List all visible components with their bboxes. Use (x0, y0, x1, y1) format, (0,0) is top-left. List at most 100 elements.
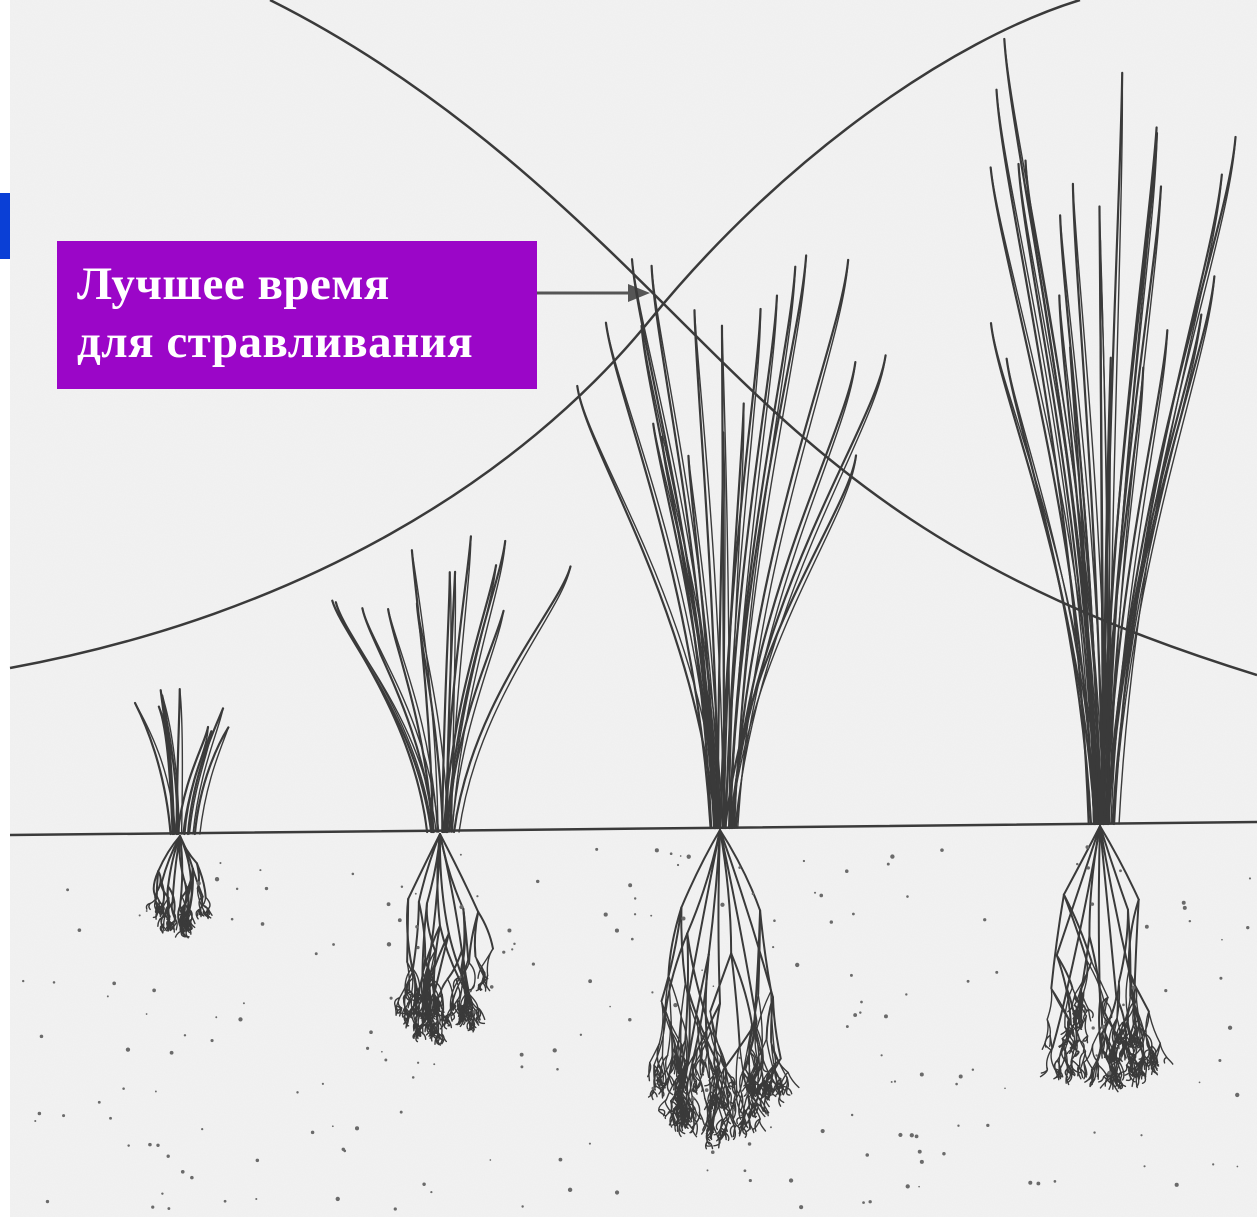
callout-line-2: для стравливания (77, 313, 519, 371)
soil-speck (615, 929, 619, 933)
soil-speck (1189, 920, 1191, 922)
soil-speck (184, 1034, 186, 1036)
soil-speck (738, 1057, 740, 1059)
soil-speck (1140, 1134, 1142, 1136)
soil-speck (1183, 906, 1187, 910)
soil-speck (40, 1035, 44, 1039)
soil-speck (511, 948, 513, 950)
soil-speck (513, 943, 515, 945)
soil-speck (520, 1065, 523, 1068)
soil-speck (430, 1191, 432, 1193)
soil-speck (869, 1200, 872, 1203)
soil-speck (151, 1206, 154, 1209)
soil-speck (556, 1068, 559, 1071)
soil-speck (107, 995, 109, 997)
soil-speck (595, 848, 598, 851)
root-branch (696, 1081, 697, 1091)
soil-speck (940, 848, 944, 852)
soil-speck (814, 892, 816, 894)
soil-speck (1143, 1165, 1145, 1167)
soil-speck (673, 1003, 677, 1007)
soil-speck (342, 1148, 345, 1151)
soil-speck (799, 1205, 803, 1209)
soil-speck (894, 1080, 896, 1082)
soil-speck (628, 883, 632, 887)
soil-speck (255, 1198, 257, 1200)
soil-speck (918, 1150, 922, 1154)
soil-speck (417, 1062, 419, 1064)
soil-speck (1095, 1054, 1097, 1056)
soil-speck (749, 1179, 752, 1182)
soil-speck (352, 873, 355, 876)
soil-speck (315, 952, 318, 955)
soil-speck (681, 916, 685, 920)
soil-speck (416, 946, 419, 949)
soil-speck (744, 1169, 747, 1172)
soil-speck (694, 1117, 696, 1119)
soil-speck (148, 1143, 152, 1147)
soil-speck (146, 910, 148, 912)
soil-speck (415, 925, 419, 929)
soil-speck (1132, 986, 1136, 990)
soil-speck (53, 981, 56, 984)
soil-speck (884, 1014, 888, 1018)
soil-speck (773, 919, 776, 922)
soil-speck (1175, 1183, 1179, 1187)
soil-speck (898, 1133, 902, 1137)
soil-speck (322, 1083, 324, 1085)
soil-speck (238, 1017, 242, 1021)
soil-speck (957, 1125, 959, 1127)
soil-speck (740, 1114, 742, 1116)
soil-speck (66, 888, 69, 891)
soil-speck (98, 1101, 101, 1104)
soil-speck (215, 1016, 217, 1018)
soil-speck (770, 1126, 772, 1128)
soil-speck (415, 893, 417, 895)
soil-speck (1221, 939, 1223, 941)
soil-speck (201, 1128, 203, 1130)
soil-speck (821, 1129, 825, 1133)
soil-speck (588, 979, 592, 983)
soil-speck (803, 860, 805, 862)
soil-speck (210, 1039, 213, 1042)
soil-speck (62, 1114, 65, 1117)
soil-speck (986, 1124, 989, 1127)
soil-speck (789, 1178, 793, 1182)
soil-speck (915, 1134, 919, 1138)
soil-speck (1119, 869, 1122, 872)
soil-speck (190, 1176, 194, 1180)
soil-speck (521, 1205, 523, 1207)
soil-speck (332, 1125, 334, 1127)
soil-speck (967, 980, 970, 983)
soil-speck (1054, 1180, 1057, 1183)
soil-speck (231, 918, 234, 921)
soil-speck (78, 928, 82, 932)
soil-speck (1249, 877, 1251, 879)
soil-speck (355, 1126, 359, 1130)
soil-speck (296, 1091, 298, 1093)
soil-speck (1246, 926, 1249, 929)
soil-speck (167, 1207, 170, 1210)
soil-speck (865, 1153, 869, 1157)
soil-speck (851, 1114, 853, 1116)
soil-speck (394, 1207, 397, 1210)
soil-speck (910, 1133, 914, 1137)
soil-speck (704, 1059, 707, 1062)
soil-speck (366, 1047, 369, 1050)
soil-speck (139, 914, 141, 916)
soil-speck (1004, 1087, 1006, 1089)
callout-line-1: Лучшее время (77, 255, 519, 313)
root-branch (689, 993, 690, 1055)
soil-speck (46, 1200, 49, 1203)
soil-speck (711, 1150, 715, 1154)
soil-speck (38, 1112, 41, 1115)
soil-speck (559, 1158, 563, 1162)
soil-speck (520, 1053, 524, 1057)
soil-speck (167, 1155, 170, 1158)
soil-speck (22, 980, 24, 982)
soil-speck (256, 1159, 259, 1162)
soil-speck (236, 888, 238, 890)
soil-speck (634, 913, 636, 915)
